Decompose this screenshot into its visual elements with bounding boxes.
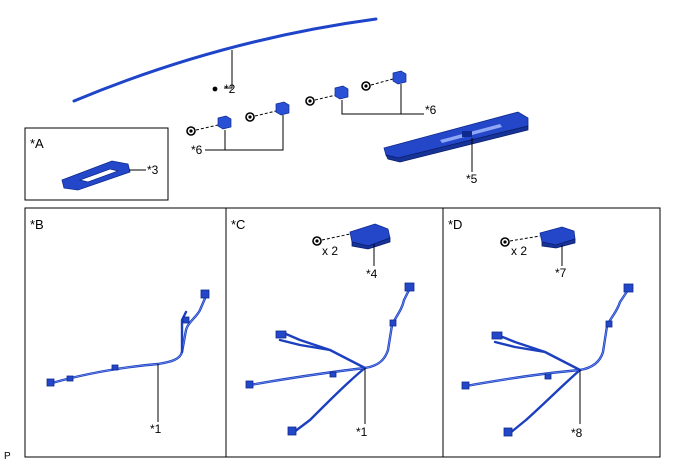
callout-3: *3 (147, 163, 159, 177)
screw-clip-group-right (305, 70, 424, 115)
interior-lamp-assembly (383, 111, 529, 163)
quantity-d: x 2 (511, 244, 527, 258)
clip-icon (392, 70, 407, 85)
callout-6-right: *6 (425, 103, 437, 117)
screw-clip-group-left (186, 101, 290, 151)
callout-8: *8 (571, 426, 583, 440)
clip-icon (334, 85, 349, 100)
bezel-part (61, 160, 131, 191)
corner-mark: P (4, 451, 11, 462)
clip-icon (275, 101, 290, 116)
callout-6-left: *6 (191, 143, 203, 157)
control-unit-c (349, 223, 391, 250)
callout-1-panel-b: *1 (150, 422, 162, 436)
panel-a-frame (24, 127, 169, 201)
reference-dot (212, 86, 218, 92)
quantity-c: x 2 (322, 244, 338, 258)
wire-harness-b (46, 289, 210, 387)
callout-5: *5 (466, 172, 478, 186)
callout-2: *2 (224, 82, 236, 96)
panel-c-label: *C (231, 217, 245, 232)
roof-trim-strip (72, 17, 378, 103)
wire-harness-c (245, 282, 415, 436)
callout-1-panel-c: *1 (356, 425, 368, 439)
harness-panels-frame (24, 207, 661, 458)
callout-4: *4 (366, 267, 378, 281)
panel-b-label: *B (30, 217, 44, 232)
control-unit-d (539, 226, 576, 249)
wire-harness-d (461, 283, 634, 437)
clip-icon (217, 115, 232, 130)
panel-a-label: *A (30, 136, 44, 151)
callout-7: *7 (555, 266, 567, 280)
panel-d-label: *D (448, 217, 462, 232)
